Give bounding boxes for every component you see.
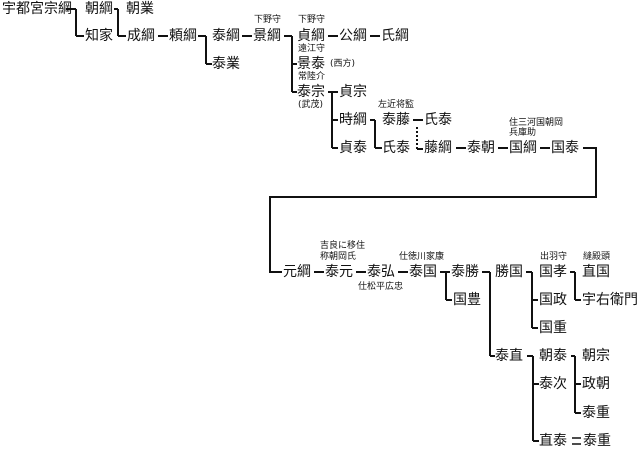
person-ujiyasu-1: 氏泰 (424, 112, 452, 128)
person-yasumune: 泰宗 (297, 84, 325, 100)
note-yasumune-branch: (武茂) (298, 100, 324, 110)
person-kagetsuna: 景綱 (253, 28, 281, 44)
person-yoritsuna: 頼綱 (169, 28, 197, 44)
note-naokuni-title: 縫殿頭 (583, 252, 611, 262)
note-yasumoto-surname: 称朝岡氏 (320, 252, 357, 262)
person-kunitoyo: 国豊 (453, 292, 481, 308)
note-yasumoto-move: 吉良に移住 (320, 241, 366, 251)
person-yasutsugu: 泰次 (539, 376, 567, 392)
note-yasumune-title: 常陸介 (298, 72, 326, 82)
person-shigetsuna: 成綱 (127, 28, 155, 44)
person-tomoie: 知家 (85, 28, 113, 44)
person-tokitsuna: 時綱 (339, 112, 367, 128)
person-kunitaka: 国孝 (539, 264, 567, 280)
person-yasunari: 泰業 (212, 56, 240, 72)
person-fujitsuna: 藤綱 (424, 140, 452, 156)
person-kunimasa: 国政 (539, 292, 567, 308)
person-yasushige-2: 泰重 (583, 433, 611, 449)
person-utsunomiya-munetsuna: 宇都宮宗綱 (2, 1, 72, 17)
person-kunitsuna: 国綱 (509, 140, 537, 156)
person-kageyasu: 景泰 (297, 56, 325, 72)
note-kunitaka-title: 出羽守 (540, 252, 568, 262)
person-yasushige-1: 泰重 (582, 405, 610, 421)
person-katsukuni: 勝国 (495, 264, 523, 280)
person-yasufuji: 泰藤 (382, 112, 410, 128)
person-yasutomo: 泰朝 (467, 140, 495, 156)
person-sadamune: 貞宗 (339, 84, 367, 100)
person-ukon-emon: 宇右衛門 (582, 292, 637, 308)
person-yasuhiro: 泰弘 (367, 264, 395, 280)
person-kunishige: 国重 (539, 320, 567, 336)
person-naokuni: 直国 (582, 264, 610, 280)
person-sadatsuna: 貞綱 (297, 28, 325, 44)
person-tomoyasu: 朝泰 (539, 348, 567, 364)
person-yasukuni: 泰国 (409, 264, 437, 280)
note-kageyasu-title: 遠江守 (298, 44, 326, 54)
person-yasumoto: 泰元 (325, 264, 353, 280)
person-yasukatsu: 泰勝 (451, 264, 479, 280)
note-kunitsuna-residence: 住三河国朝岡 (509, 118, 564, 128)
person-mototsuna: 元綱 (283, 264, 311, 280)
note-yasufuji-title: 左近将監 (378, 100, 415, 110)
person-ujitsuna: 氏綱 (381, 28, 409, 44)
person-kuniyasu: 国泰 (551, 140, 579, 156)
note-yasukuni-service: 仕徳川家康 (399, 252, 445, 262)
person-ujiyasu-2: 氏泰 (382, 140, 410, 156)
person-yasunao: 泰直 (495, 348, 523, 364)
person-yasutsuna: 泰綱 (212, 28, 240, 44)
person-masatomo: 政朝 (582, 376, 610, 392)
note-kagetsuna-title: 下野守 (254, 15, 282, 25)
note-kageyasu-branch: (西方) (330, 59, 356, 69)
person-tomotsuna: 朝綱 (85, 1, 113, 17)
person-naoyasu: 直泰 (539, 433, 567, 449)
note-sadatsuna-title: 下野守 (298, 15, 326, 25)
person-kintsuna: 公綱 (339, 28, 367, 44)
note-kunitsuna-title: 兵庫助 (509, 128, 537, 138)
note-yasuhiro-service: 仕松平広忠 (358, 282, 404, 292)
person-sadayasu: 貞泰 (339, 140, 367, 156)
person-tomomune: 朝宗 (582, 348, 610, 364)
person-tomonari: 朝業 (126, 1, 154, 17)
